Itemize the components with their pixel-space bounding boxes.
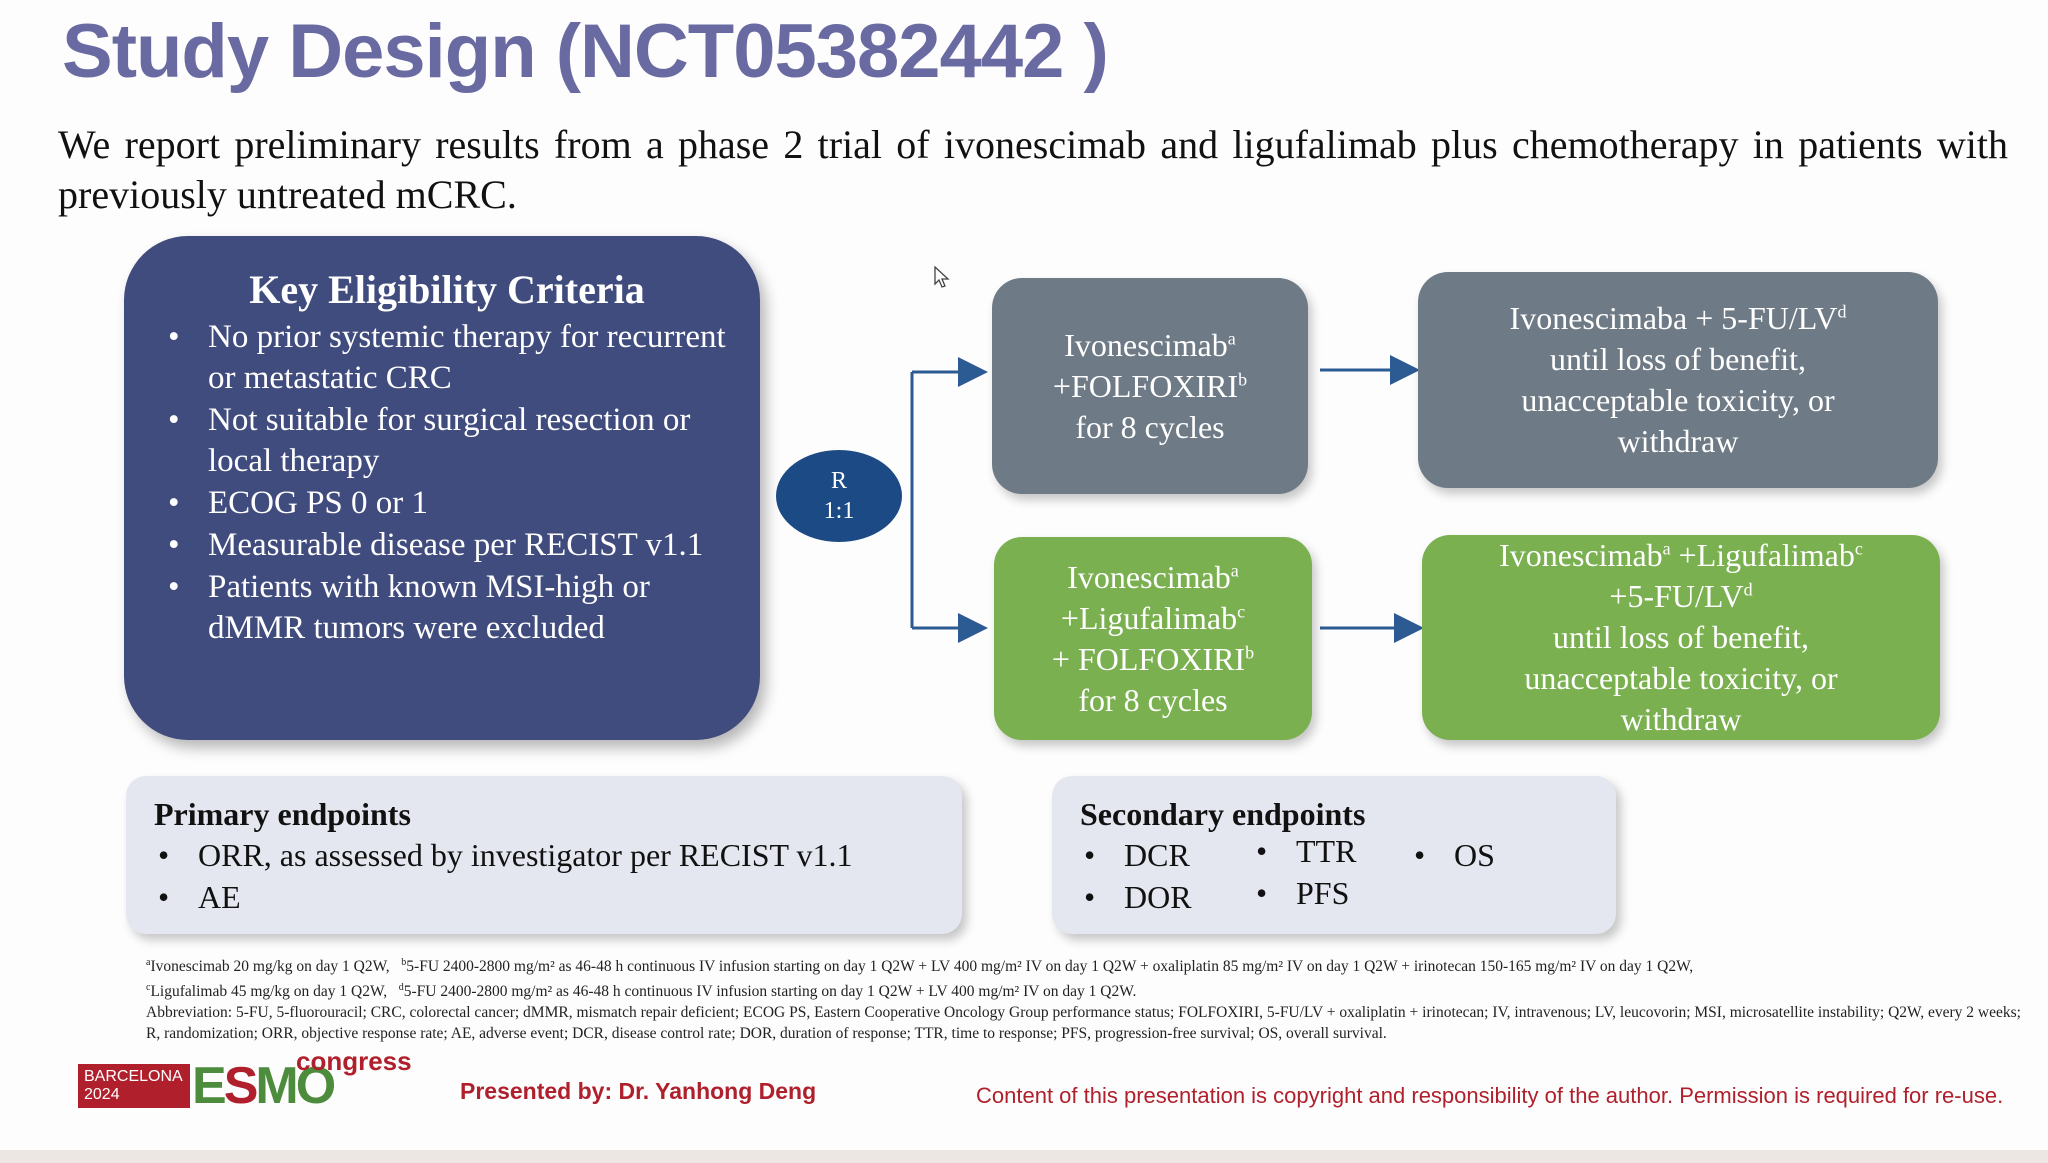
copyright-notice: Content of this presentation is copyrigh… bbox=[976, 1083, 2004, 1108]
secondary-endpoints-col1: • DCR • DOR bbox=[1080, 834, 1192, 918]
randomization-ratio: 1:1 bbox=[823, 498, 855, 524]
primary-endpoint: AE bbox=[198, 879, 241, 915]
presenter-credit: Presented by: Dr. Yanhong Deng bbox=[460, 1078, 817, 1104]
eligibility-list: • No prior systemic therapy for recurrent… bbox=[164, 317, 730, 649]
list-item: • ECOG PS 0 or 1 bbox=[164, 483, 730, 524]
arm1-maintenance-box: Ivonescimaba + 5-FU/LVd until loss of be… bbox=[1418, 272, 1938, 488]
logo-esmo-s: S bbox=[223, 1057, 259, 1115]
secondary-endpoints-col2: • TTR • PFS bbox=[1252, 830, 1356, 914]
bullet-icon: • bbox=[1414, 837, 1426, 873]
bullet-icon: • bbox=[158, 879, 170, 915]
arm1-maintenance-line4: withdraw bbox=[1617, 423, 1739, 459]
list-item: • DOR bbox=[1080, 876, 1192, 918]
eligibility-item: Not suitable for surgical resection or l… bbox=[208, 402, 691, 479]
secondary-endpoint: DOR bbox=[1124, 879, 1192, 915]
eligibility-item: ECOG PS 0 or 1 bbox=[208, 485, 429, 521]
arm2-induction-line4: for 8 cycles bbox=[1078, 681, 1228, 718]
arm2-maintenance-box: Ivonescimaba +Ligufalimabc +5-FU/LVd unt… bbox=[1422, 535, 1940, 740]
list-item: • DCR bbox=[1080, 834, 1192, 876]
list-item: • PFS bbox=[1252, 872, 1356, 914]
primary-endpoints-list: • ORR, as assessed by investigator per RE… bbox=[154, 834, 938, 918]
bullet-icon: • bbox=[168, 569, 180, 605]
logo-esmo-mo: MO bbox=[255, 1057, 336, 1115]
secondary-endpoints-box: Secondary endpoints • DCR • DOR • TTR • PFS … bbox=[1052, 776, 1616, 934]
arm1-induction-line1: Ivonescimaba bbox=[1064, 326, 1236, 363]
intro-text: We report preliminary results from a pha… bbox=[58, 122, 2008, 217]
bullet-icon: • bbox=[168, 402, 180, 438]
logo-esmo-e: E bbox=[192, 1057, 227, 1115]
list-item: • ORR, as assessed by investigator per RE… bbox=[154, 834, 938, 876]
bottom-strip bbox=[0, 1150, 2048, 1163]
bullet-icon: • bbox=[158, 837, 170, 873]
secondary-endpoint: DCR bbox=[1124, 837, 1190, 873]
arm1-induction-line2: +FOLFOXIRIb bbox=[1052, 367, 1248, 404]
eligibility-item: No prior systemic therapy for recurrent … bbox=[208, 319, 726, 396]
logo-year-text: 2024 bbox=[84, 1086, 120, 1103]
bullet-icon: • bbox=[1256, 875, 1268, 911]
bullet-icon: • bbox=[168, 485, 180, 521]
bullet-icon: • bbox=[168, 319, 180, 355]
secondary-endpoints-grid: • DCR • DOR • TTR • PFS • OS bbox=[1080, 833, 1596, 934]
list-item: • AE bbox=[154, 876, 938, 918]
footnote-line2: cLigufalimab 45 mg/kg on day 1 Q2W, d5-F… bbox=[146, 982, 1137, 1001]
esmo-logo-city: BARCELONA 2024 bbox=[78, 1064, 190, 1108]
secondary-endpoint: TTR bbox=[1296, 833, 1357, 869]
bullet-icon: • bbox=[168, 527, 180, 563]
arm2-maintenance-line3: until loss of benefit, bbox=[1553, 619, 1809, 655]
logo-city-text: BARCELONA bbox=[84, 1068, 183, 1085]
page-title: Study Design (NCT05382442 ) bbox=[62, 9, 1109, 94]
footnote-abbreviations: Abbreviation: 5-FU, 5-fluorouracil; CRC,… bbox=[146, 1004, 2021, 1043]
list-item: • No prior systemic therapy for recurrent… bbox=[164, 317, 730, 399]
secondary-endpoint: PFS bbox=[1296, 875, 1350, 911]
arm2-induction-line1: Ivonescimaba bbox=[1067, 558, 1239, 595]
arm1-induction-box: Ivonescimaba +FOLFOXIRIb for 8 cycles bbox=[992, 278, 1308, 494]
secondary-endpoints-col3: • OS bbox=[1410, 834, 1495, 876]
esmo-logo-congress: congress bbox=[296, 1046, 412, 1076]
secondary-endpoints-heading: Secondary endpoints bbox=[1080, 796, 1366, 832]
arm2-maintenance-line4: unacceptable toxicity, or bbox=[1524, 660, 1838, 696]
arm2-induction-box: Ivonescimaba +Ligufalimabc + FOLFOXIRIb … bbox=[994, 537, 1312, 740]
footnotes: aIvonescimab 20 mg/kg on day 1 Q2W, b5-F… bbox=[146, 952, 2026, 1044]
bullet-icon: • bbox=[1084, 879, 1096, 915]
primary-endpoints-box: Primary endpoints • ORR, as assessed by i… bbox=[126, 776, 962, 934]
arm2-maintenance-line2: +5-FU/LVd bbox=[1609, 578, 1753, 614]
eligibility-box: Key Eligibility Criteria • No prior syste… bbox=[124, 236, 760, 740]
bullet-icon: • bbox=[1256, 833, 1268, 869]
primary-endpoint: ORR, as assessed by investigator per REC… bbox=[198, 837, 853, 873]
arm2-induction-line2: +Ligufalimabc bbox=[1060, 599, 1246, 636]
eligibility-item: Patients with known MSI-high or dMMR tum… bbox=[208, 569, 650, 646]
arm1-maintenance-line3: unacceptable toxicity, or bbox=[1521, 382, 1835, 418]
footnote-line1: aIvonescimab 20 mg/kg on day 1 Q2W, b5-F… bbox=[146, 957, 1694, 976]
arm1-maintenance-line2: until loss of benefit, bbox=[1550, 341, 1806, 377]
arm2-induction-line3: + FOLFOXIRIb bbox=[1051, 640, 1255, 677]
randomization-label: R bbox=[830, 468, 847, 494]
arm1-maintenance-line1: Ivonescimaba + 5-FU/LVd bbox=[1509, 300, 1847, 336]
bullet-icon: • bbox=[1084, 837, 1096, 873]
list-item: • Measurable disease per RECIST v1.1 bbox=[164, 525, 730, 566]
list-item: • Patients with known MSI-high or dMMR tu… bbox=[164, 567, 730, 649]
arm2-maintenance-line1: Ivonescimaba +Ligufalimabc bbox=[1499, 537, 1863, 573]
esmo-logo: ESMO bbox=[192, 1057, 336, 1115]
randomization-node: R 1:1 bbox=[776, 450, 902, 542]
list-item: • Not suitable for surgical resection or … bbox=[164, 400, 730, 482]
primary-endpoints-heading: Primary endpoints bbox=[154, 796, 411, 832]
arm2-maintenance-line5: withdraw bbox=[1620, 701, 1742, 737]
secondary-endpoint: OS bbox=[1454, 837, 1495, 873]
eligibility-item: Measurable disease per RECIST v1.1 bbox=[208, 527, 704, 563]
list-item: • OS bbox=[1410, 834, 1495, 876]
eligibility-heading: Key Eligibility Criteria bbox=[249, 267, 645, 312]
arm1-induction-line3: for 8 cycles bbox=[1075, 408, 1225, 445]
list-item: • TTR bbox=[1252, 830, 1356, 872]
mouse-cursor-icon bbox=[934, 266, 950, 288]
